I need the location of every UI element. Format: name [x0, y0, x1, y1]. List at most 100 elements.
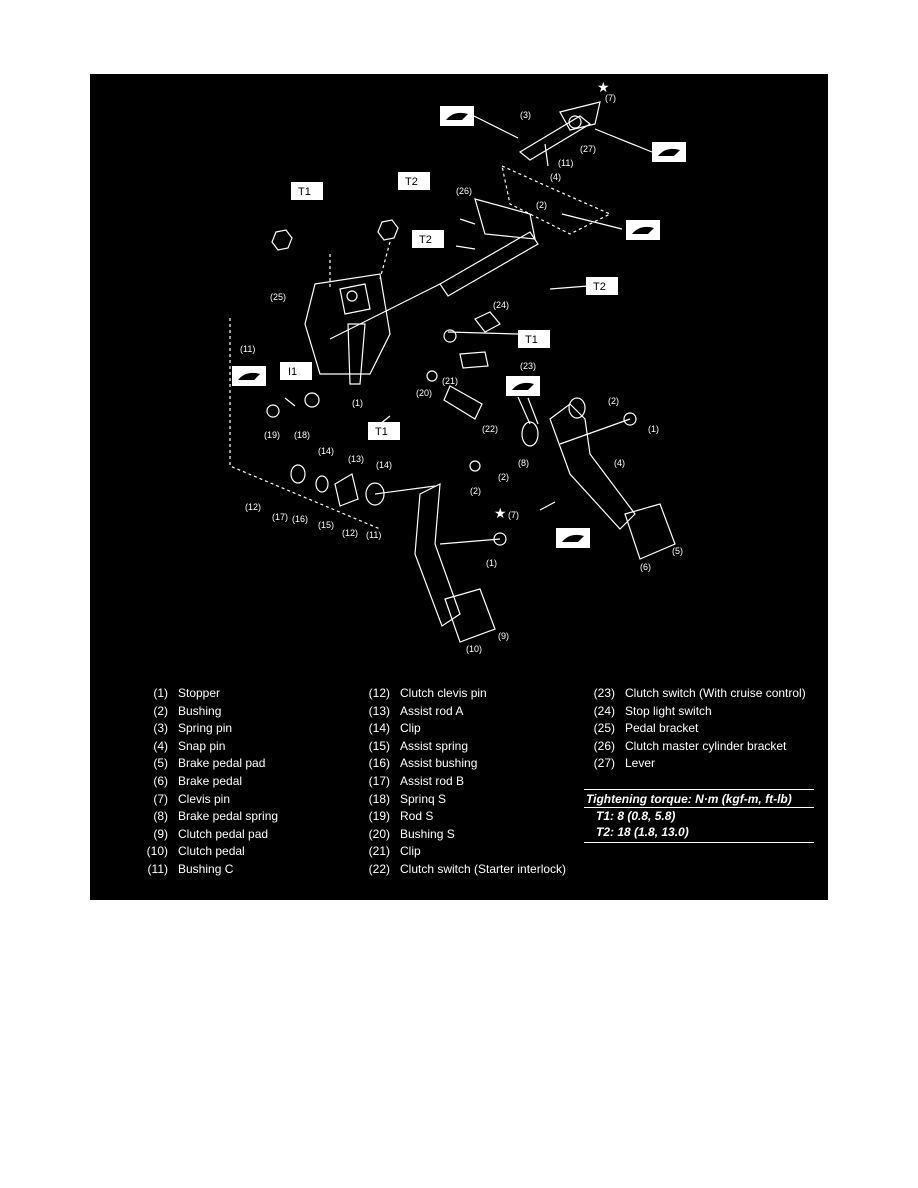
legend-number: (11)	[147, 861, 168, 876]
torque-title: Tightening torque: N·m (kgf-m, ft-lb)	[584, 789, 814, 808]
callout-2: (2)	[498, 472, 509, 482]
leader-line	[517, 396, 531, 425]
brake-stopper-shape	[623, 412, 637, 426]
legend-item: (12) Clutch clevis pin	[340, 685, 566, 703]
torque-t1: T1: 8 (0.8, 5.8)	[596, 809, 676, 823]
clutch-pedal-pad-shape	[444, 588, 496, 643]
shaft-rod-shape	[329, 283, 441, 340]
callout-21: (21)	[442, 376, 458, 386]
callout-25: (25)	[270, 292, 286, 302]
legend-item: (8)Brake pedal spring	[110, 808, 278, 826]
legend-number: (9)	[153, 826, 168, 841]
legend-item: (15)Assist spring	[340, 738, 566, 756]
legend-number: (21)	[368, 844, 390, 859]
legend-item: (7)Clevis pin	[110, 791, 278, 809]
legend-number: (18)	[368, 791, 390, 806]
dashed-nut-line-2	[379, 241, 391, 280]
grease-icon-group	[232, 106, 686, 548]
legend-part-name: Bushing C	[178, 861, 234, 876]
legend-item: (19)Rod S	[340, 808, 566, 826]
callout-22: (22)	[482, 424, 498, 434]
legend-number: (12)	[368, 686, 390, 700]
legend-item: (25)Pedal bracket	[580, 720, 806, 738]
assist-rod-a-shape	[365, 482, 385, 506]
torque-box-t2-middle: T2	[412, 230, 444, 248]
torque-box-i1: I1	[280, 362, 312, 380]
callout-11: (11)	[240, 344, 255, 354]
legend-item: (21)Clip	[340, 843, 566, 861]
clutch-stopper-line	[439, 538, 501, 545]
legend-number: (25)	[593, 721, 615, 736]
leader-line	[527, 397, 539, 425]
torque-t2: T2: 18 (1.8, 13.0)	[596, 825, 689, 839]
callout-10: (10)	[466, 644, 482, 654]
legend-item: (14)Clip	[340, 720, 566, 738]
callout-13: (13)	[348, 454, 364, 464]
callout-26: (26)	[456, 186, 472, 196]
parts-diagram-figure: ★ ★ T1 T2 T2 T2 T1 I1 T1	[90, 74, 828, 900]
svg-text:T2: T2	[405, 176, 418, 188]
star-icon: ★	[597, 79, 610, 95]
callout-2: (2)	[608, 396, 619, 406]
cylinder-bracket-shape	[474, 198, 536, 240]
legend-number: (26)	[593, 738, 615, 753]
callout-1: (1)	[648, 424, 659, 434]
callout-7: (7)	[508, 510, 519, 520]
leader-line	[549, 285, 589, 290]
callout-15: (15)	[318, 520, 334, 530]
legend-number: (3)	[153, 721, 168, 736]
torque-box-t1-lower: T1	[368, 422, 400, 440]
lever-shape	[559, 101, 601, 131]
assist-bushing-shape	[290, 464, 306, 484]
legend-part-name: Assist bushing	[400, 756, 478, 771]
brake-pedal-spring-shape	[521, 421, 539, 447]
callout-12: (12)	[245, 502, 261, 512]
legend-number: (23)	[593, 686, 615, 700]
clutch-pedal-arm-shape	[414, 482, 461, 627]
legend-item: (22)Clutch switch (Starter interlock)	[340, 861, 566, 879]
legend-item: (13)Assist rod A	[340, 703, 566, 721]
legend-item: (16) Assist bushing	[340, 755, 566, 773]
legend-part-name: Spring pin	[178, 721, 233, 736]
svg-text:T1: T1	[525, 334, 538, 346]
legend-number: (20)	[368, 826, 390, 841]
callout-3: (3)	[520, 110, 531, 120]
legend-number: (16)	[368, 756, 390, 771]
legend-item: (2)Bushing	[110, 703, 278, 721]
callout-4: (4)	[550, 172, 561, 182]
callout-14: (14)	[376, 460, 392, 470]
legend-number: (10)	[146, 844, 168, 859]
legend-item: (11) Bushing C	[110, 861, 278, 879]
legend-number: (14)	[368, 721, 390, 736]
legend-column-1: (1)Stopper(2)Bushing(3) Spring pin (4) Snap…	[110, 685, 278, 879]
leader-line	[594, 128, 653, 153]
legend-part-name: Clutch pedal	[178, 844, 245, 859]
legend-number: (4)	[153, 738, 168, 753]
callout-17: (17)	[272, 512, 288, 522]
callout-11: (11)	[366, 530, 381, 540]
pedal-shaft-shape	[439, 231, 539, 297]
lever-pivot-shape	[568, 115, 582, 129]
callout-2: (2)	[470, 486, 481, 496]
legend-item: (23) Clutch switch (With cruise control)	[580, 685, 806, 703]
svg-text:I1: I1	[288, 366, 297, 378]
legend-part-name: Clutch clevis pin	[400, 686, 487, 700]
callout-19: (19)	[264, 430, 280, 440]
legend-part-name: Snap pin	[178, 738, 226, 753]
bracket-hole-shape	[346, 290, 358, 302]
spring-pin-shape	[518, 115, 592, 161]
star-icon: ★	[494, 505, 507, 521]
legend-part-name: Sprinq S	[400, 791, 447, 806]
bracket-arm-shape	[347, 323, 366, 385]
legend-item: (27)Lever	[580, 755, 806, 773]
leader-line	[455, 245, 476, 250]
torque-box-t2-upper: T2	[398, 172, 430, 190]
legend-item: (18) Sprinq S	[340, 791, 566, 809]
legend-part-name: Brake pedal spring	[178, 809, 279, 824]
legend-part-name: Clutch switch (With cruise control)	[625, 686, 806, 700]
legend-item: (1)Stopper	[110, 685, 278, 703]
svg-text:T1: T1	[375, 426, 388, 438]
legend-part-name: Clutch switch (Starter interlock)	[400, 861, 567, 876]
bushing-s-shape	[426, 370, 438, 382]
legend-part-name: Clutch pedal pad	[178, 826, 269, 841]
